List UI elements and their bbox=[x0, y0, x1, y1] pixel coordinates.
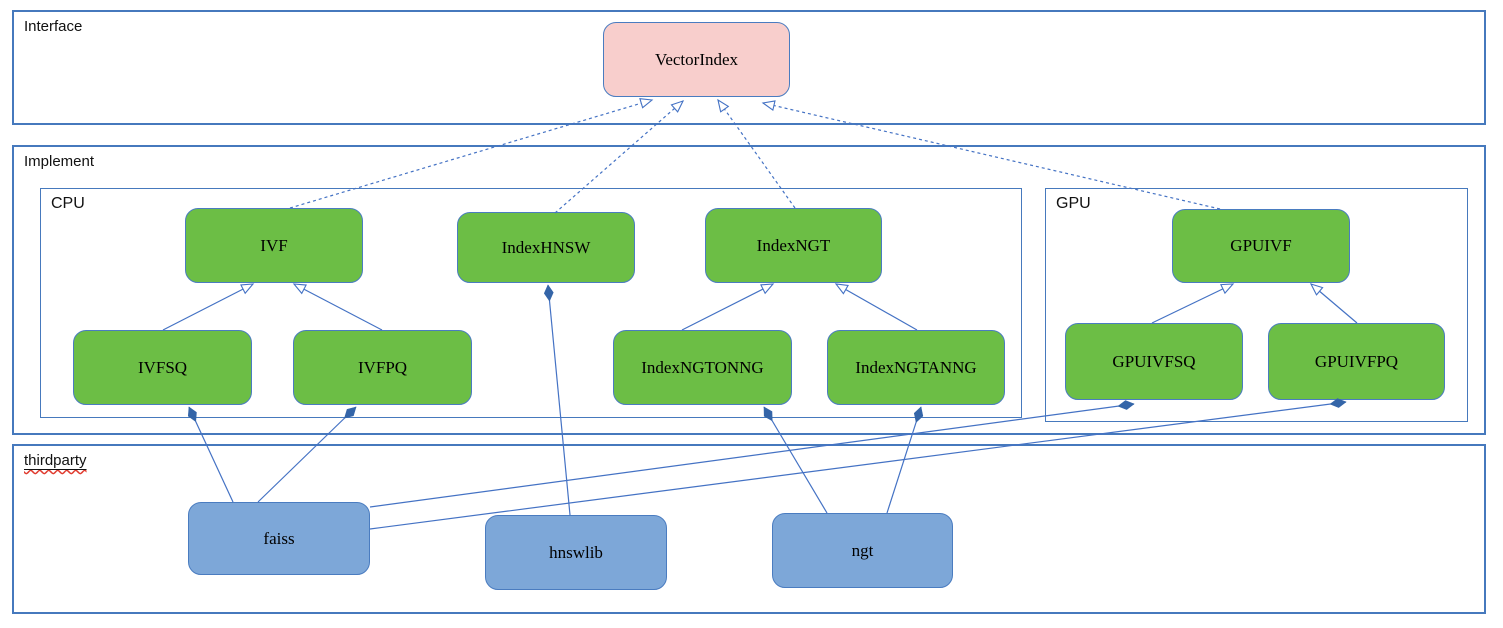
section-cpu-label: CPU bbox=[51, 195, 85, 212]
node-hnswlib: hnswlib bbox=[485, 515, 667, 590]
node-ivfsq: IVFSQ bbox=[73, 330, 252, 405]
node-indexngt: IndexNGT bbox=[705, 208, 882, 283]
node-gpuivfsq: GPUIVFSQ bbox=[1065, 323, 1243, 400]
section-gpu-label: GPU bbox=[1056, 195, 1091, 212]
node-indexngtanng: IndexNGTANNG bbox=[827, 330, 1005, 405]
node-vectorindex: VectorIndex bbox=[603, 22, 790, 97]
section-thirdparty-label: thirdparty bbox=[24, 452, 87, 469]
node-gpuivf: GPUIVF bbox=[1172, 209, 1350, 283]
section-interface-label: Interface bbox=[24, 18, 83, 35]
node-ivf: IVF bbox=[185, 208, 363, 283]
node-ngt: ngt bbox=[772, 513, 953, 588]
node-indexngtonng: IndexNGTONNG bbox=[613, 330, 792, 405]
node-indexhnsw: IndexHNSW bbox=[457, 212, 635, 283]
section-implement-label: Implement bbox=[24, 153, 95, 170]
node-ivfpq: IVFPQ bbox=[293, 330, 472, 405]
node-gpuivfpq: GPUIVFPQ bbox=[1268, 323, 1445, 400]
node-faiss: faiss bbox=[188, 502, 370, 575]
